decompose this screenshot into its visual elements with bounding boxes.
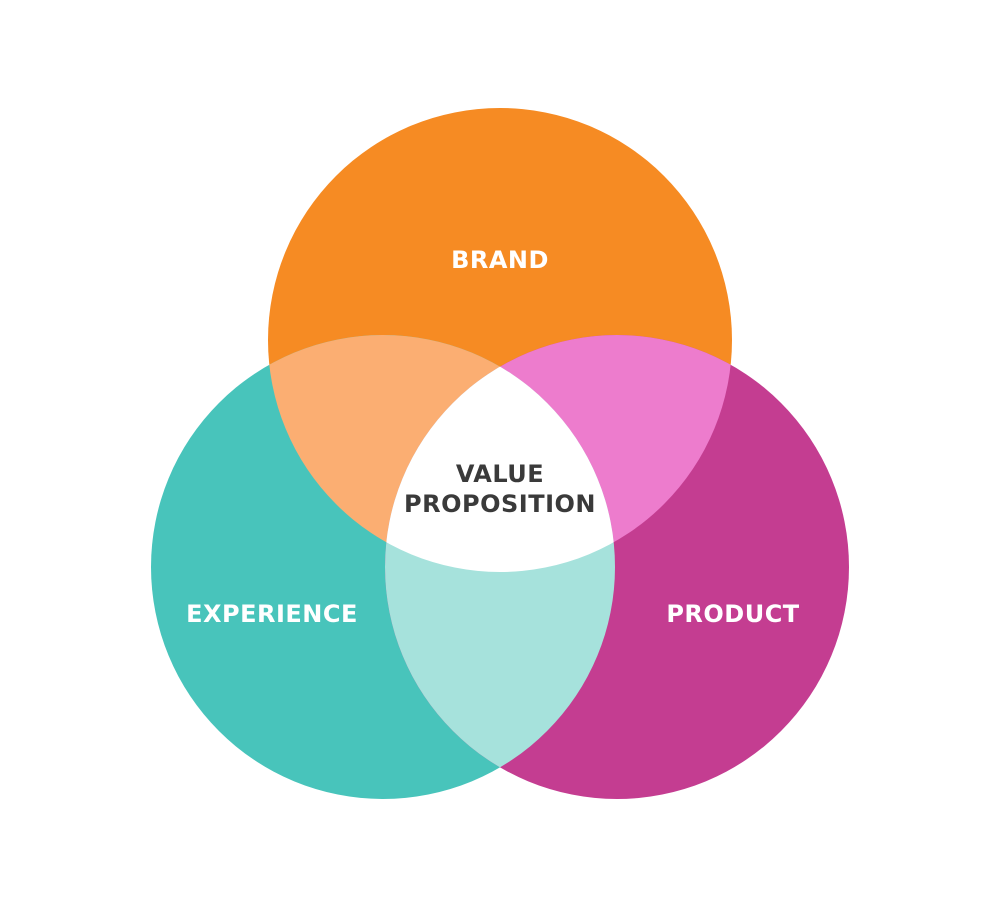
center-region xyxy=(385,335,615,572)
label-proposition: PROPOSITION xyxy=(404,490,596,518)
label-experience: EXPERIENCE xyxy=(186,600,358,628)
label-value: VALUE xyxy=(456,460,544,488)
label-product: PRODUCT xyxy=(666,600,799,628)
label-brand: BRAND xyxy=(451,246,549,274)
